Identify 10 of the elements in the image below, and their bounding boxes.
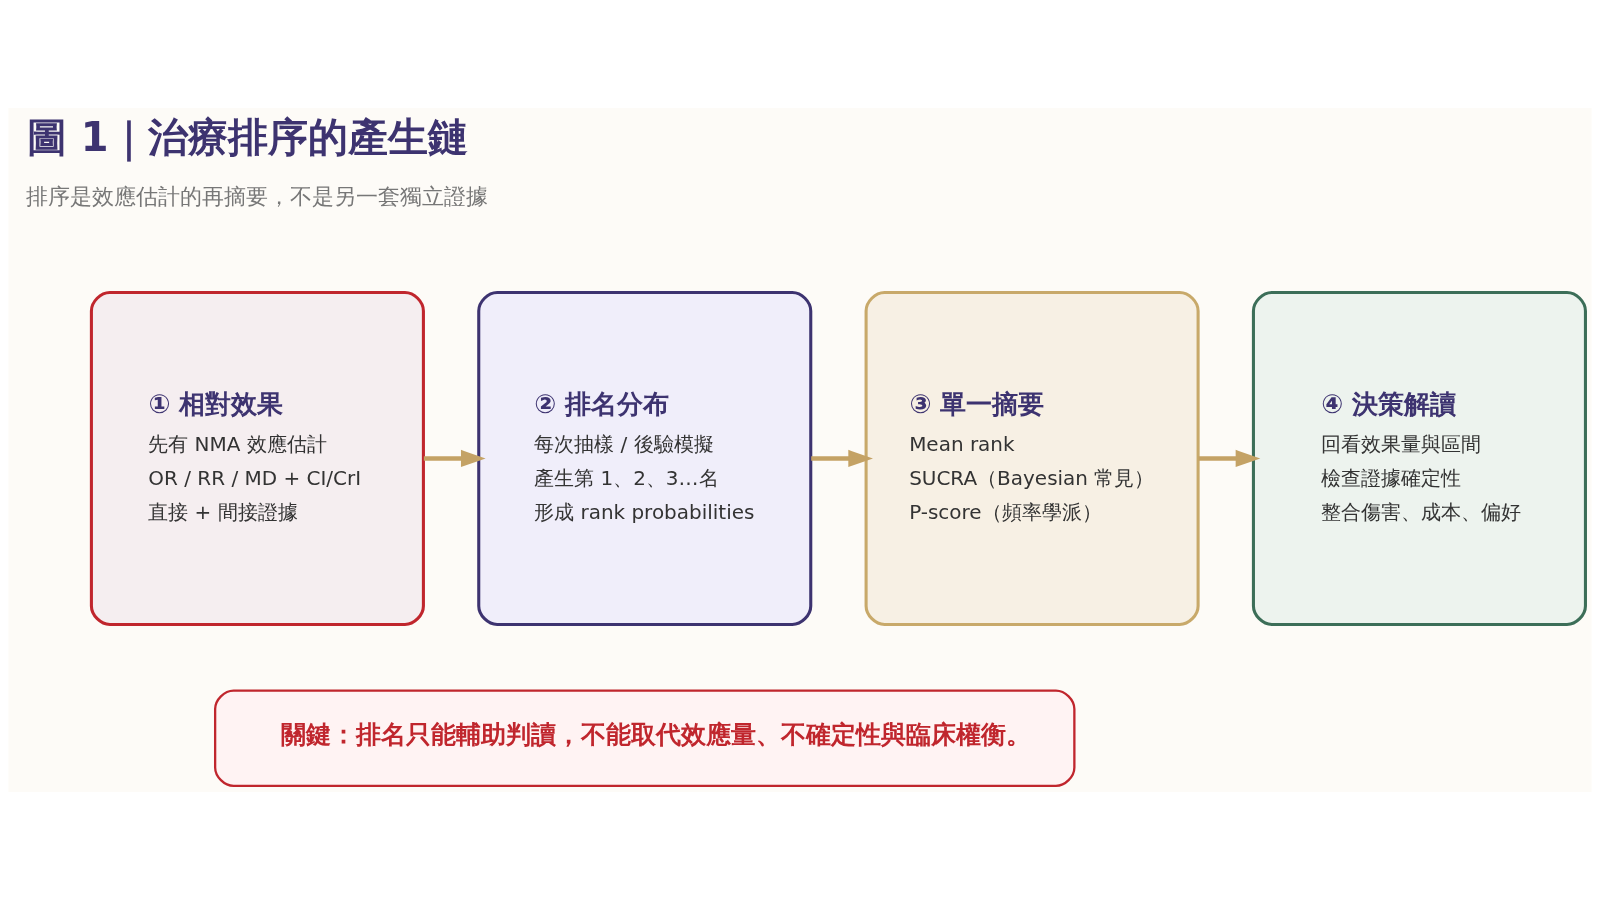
node-box: ③ 單一摘要 Mean rank SUCRA（Bayesian 常見） P-score（頻率學派） — [864, 290, 1200, 626]
label: 排序是效應估計的再摘要，不是另一套獨立證據 — [26, 184, 489, 210]
arrow — [423, 449, 486, 468]
node-box: ① 相對效果 先有 NMA 效應估計 OR / RR / MD + CI/CrI 直接 + 間接證據 — [89, 290, 425, 626]
node-box: 關鍵：排名只能輔助判讀，不能取代效應量、不確定性與臨床權衡。 — [214, 689, 1076, 787]
diagram-title: 圖 1｜治療排序的產生鏈 — [26, 113, 468, 160]
arrow — [1198, 449, 1261, 468]
node-box: ④ 決策解讀 回看效果量與區間 檢查證據確定性 整合傷害、成本、偏好 — [1251, 290, 1587, 626]
node-box: ② 排名分布 每次抽樣 / 後驗模擬 產生第 1、2、3…名 形成 rank probabilities — [477, 290, 813, 626]
arrow — [811, 449, 873, 468]
